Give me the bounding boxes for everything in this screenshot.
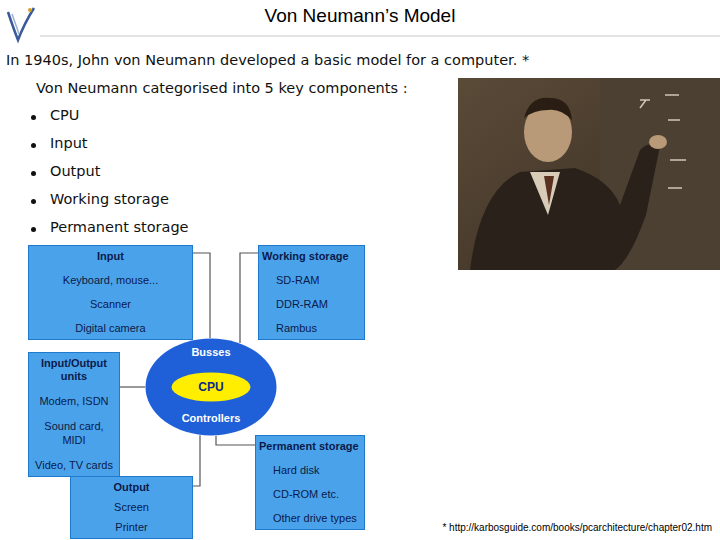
hand	[649, 135, 667, 149]
bus-label: Controllers	[145, 412, 277, 424]
hair	[524, 98, 572, 120]
bus-label: Busses	[145, 346, 277, 358]
working-storage-box: Working storageSD-RAM DDR-RAM Rambus	[258, 245, 365, 340]
chalk-marks	[640, 95, 686, 188]
bullet-dot	[31, 227, 36, 232]
photo-ground	[458, 78, 720, 270]
box-heading: Input/Output units	[32, 357, 116, 383]
box-item: SD-RAM	[262, 273, 361, 287]
output-box: OutputScreenPrinter	[70, 476, 193, 539]
box-item: Keyboard, mouse...	[32, 273, 189, 287]
input-box: InputKeyboard, mouse... ScannerDigital ca…	[28, 245, 193, 340]
bus-ellipse: BussesControllers CPU	[145, 338, 277, 436]
footnote: * http://karbosguide.com/books/pcarchite…	[440, 522, 714, 533]
box-item: Rambus	[262, 321, 361, 335]
box-item: Other drive types	[259, 511, 361, 525]
io-units-box: Input/Output unitsModem, ISDN Sound card,…	[28, 352, 120, 477]
bullet-text: Output	[50, 163, 100, 179]
bullet-text: CPU	[50, 107, 79, 123]
logo	[8, 8, 34, 40]
intro-text: In 1940s, John von Neumann developed a b…	[6, 52, 529, 68]
bullet-dot	[31, 199, 36, 204]
box-item: Scanner	[32, 297, 189, 311]
tie	[544, 176, 554, 205]
box-item: Sound card, MIDI	[32, 419, 116, 447]
bullet-text: Permanent storage	[50, 219, 189, 235]
slide-title: Von Neumann’s Model	[0, 5, 720, 27]
portrait-photo	[458, 78, 720, 270]
box-item: Digital camera	[32, 321, 189, 335]
bullet-text: Input	[50, 135, 88, 151]
shirt	[530, 172, 560, 215]
box-item: Screen	[74, 500, 189, 514]
bullet-dot	[31, 143, 36, 148]
logo-dot	[28, 8, 32, 12]
connector-line	[193, 435, 200, 486]
ellipse-shape	[172, 373, 251, 402]
box-item: DDR-RAM	[262, 297, 361, 311]
bullet-dot	[31, 171, 36, 176]
connector-line	[240, 253, 258, 343]
bullet-dot	[31, 115, 36, 120]
box-item: Printer	[74, 520, 189, 534]
connector-line	[216, 436, 255, 445]
box-item: Modem, ISDN	[32, 394, 116, 408]
box-item: Video, TV cards	[32, 458, 116, 472]
title-rule	[40, 36, 720, 37]
box-heading: Input	[32, 250, 189, 263]
connector-line	[193, 253, 210, 338]
box-heading: Permanent storage	[259, 440, 361, 453]
cpu-label: CPU	[171, 372, 251, 402]
connector-line	[120, 386, 145, 387]
bullet-text: Working storage	[50, 191, 169, 207]
box-item: Hard disk	[259, 463, 361, 477]
intro-text: Von Neumann categorised into 5 key compo…	[36, 80, 408, 96]
box-heading: Working storage	[262, 250, 361, 263]
ellipse-shape	[146, 339, 277, 436]
box-heading: Output	[74, 481, 189, 494]
permanent-storage-box: Permanent storageHard diskCD-ROM etc. Oth…	[255, 435, 365, 530]
cpu-ellipse: CPU	[171, 372, 251, 402]
logo-stroke	[8, 8, 34, 40]
suit	[470, 144, 660, 270]
box-item: CD-ROM etc.	[259, 487, 361, 501]
logo-stroke	[12, 14, 19, 34]
